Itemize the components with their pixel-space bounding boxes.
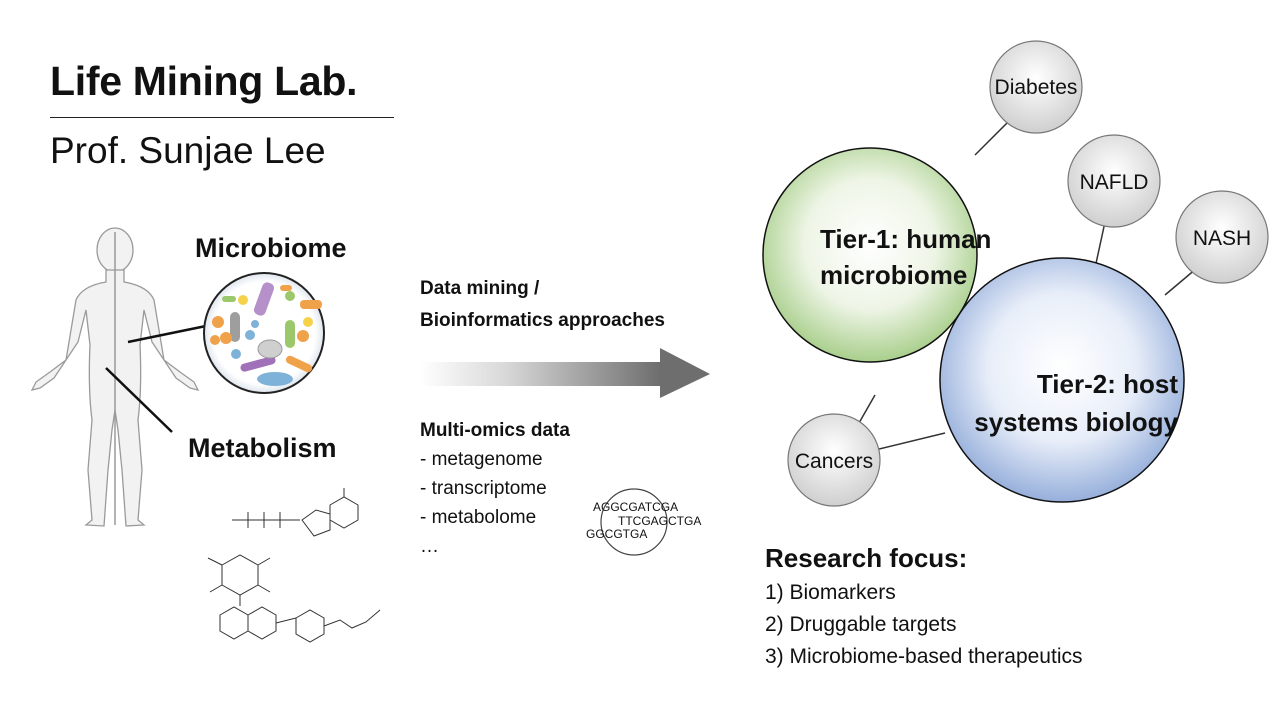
title-divider	[50, 117, 394, 118]
tier1-label-line2: microbiome	[820, 260, 968, 290]
professor-name: Prof. Sunjae Lee	[50, 130, 326, 171]
disease-label-nash: NASH	[1192, 227, 1252, 250]
research-item: 1) Biomarkers	[765, 581, 896, 604]
research-item: 3) Microbiome-based therapeutics	[765, 645, 1083, 668]
sequence-circle	[600, 488, 668, 556]
omics-item: - transcriptome	[420, 478, 547, 499]
sequence-line: TTCGAGCTGA	[618, 514, 702, 528]
disease-label-cancers: Cancers	[794, 450, 874, 473]
tier1-label-line1: Tier-1: human	[820, 224, 992, 254]
research-focus-title: Research focus:	[765, 543, 968, 573]
data-mining-arrow	[420, 348, 710, 398]
metabolite-structures	[207, 488, 381, 643]
metabolism-connector	[105, 367, 173, 433]
omics-item: …	[420, 536, 439, 557]
lab-title: Life Mining Lab.	[50, 58, 358, 104]
nash-bubble	[1175, 190, 1269, 284]
microbiome-connector	[127, 324, 207, 344]
nafld-bubble	[1067, 134, 1161, 228]
disease-label-nafld: NAFLD	[1079, 171, 1149, 194]
sequence-line: GGCGTGA	[586, 527, 648, 541]
tier2-circle	[939, 257, 1185, 503]
microbe-dish-illustration	[203, 272, 325, 394]
sequence-line: AGGCGATCGA	[593, 500, 679, 514]
cancers-bubble	[787, 413, 881, 507]
arrow-label-line1: Data mining /	[420, 278, 540, 299]
tier1-label: Tier-1: human microbiome	[820, 221, 991, 293]
tier2-label-line1: Tier-2: host	[1036, 369, 1178, 399]
tier2-label: Tier-2: host systems biology	[940, 365, 1178, 441]
disease-connectors	[854, 119, 1198, 451]
arrow-label-line2: Bioinformatics approaches	[420, 310, 665, 331]
tier1-circle	[762, 147, 978, 363]
omics-title: Multi-omics data	[420, 420, 570, 441]
disease-label-diabetes: Diabetes	[994, 76, 1078, 99]
metabolism-label: Metabolism	[188, 433, 337, 463]
microbiome-label: Microbiome	[195, 233, 347, 263]
diabetes-bubble	[989, 40, 1083, 134]
omics-item: - metagenome	[420, 449, 543, 470]
tier2-label-line2: systems biology	[974, 407, 1178, 437]
omics-item: - metabolome	[420, 507, 537, 528]
research-item: 2) Druggable targets	[765, 613, 957, 636]
